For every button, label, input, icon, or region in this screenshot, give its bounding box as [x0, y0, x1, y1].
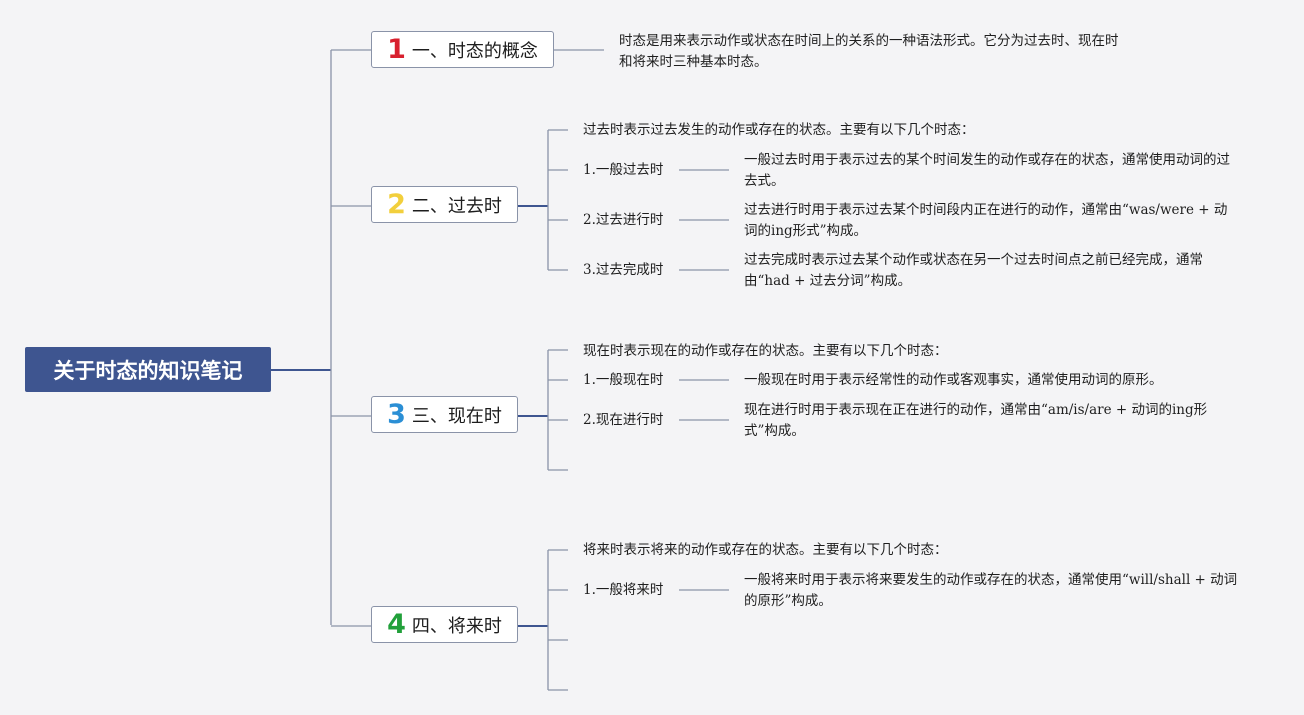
present-intro: 现在时表示现在的动作或存在的状态。主要有以下几个时态： [583, 343, 948, 359]
branch-topic-concept[interactable]: 1 一、时态的概念 [371, 31, 554, 68]
past-perfect-description: 过去完成时表示过去某个动作或状态在另一个过去时间点之前已经完成，通常由“had … [744, 252, 1203, 289]
concept-description: 时态是用来表示动作或状态在时间上的关系的一种语法形式。它分为过去时、现在时和将来… [619, 33, 1119, 70]
branch-topic-present[interactable]: 3 三、现在时 [371, 396, 518, 433]
past-continuous-topic[interactable]: 2.过去进行时 [583, 212, 664, 228]
branch-label: 二、过去时 [411, 195, 502, 217]
number-1-icon: 1 [387, 34, 406, 65]
root-topic[interactable]: 关于时态的知识笔记 [25, 347, 271, 392]
branch-topic-future[interactable]: 4 四、将来时 [371, 606, 518, 643]
branch-label: 四、将来时 [411, 615, 502, 637]
present-continuous-topic[interactable]: 2.现在进行时 [583, 412, 664, 428]
past-intro: 过去时表示过去发生的动作或存在的状态。主要有以下几个时态： [583, 122, 975, 138]
number-2-icon: 2 [387, 189, 406, 220]
future-simple-description: 一般将来时用于表示将来要发生的动作或存在的状态，通常使用“will/shall … [744, 572, 1238, 609]
branch-label: 三、现在时 [411, 405, 502, 427]
future-intro: 将来时表示将来的动作或存在的状态。主要有以下几个时态： [583, 542, 948, 558]
number-4-icon: 4 [387, 609, 406, 640]
present-simple-description: 一般现在时用于表示经常性的动作或客观事实，通常使用动词的原形。 [744, 372, 1163, 388]
past-continuous-description: 过去进行时用于表示过去某个时间段内正在进行的动作，通常由“was/were + … [744, 202, 1228, 239]
number-3-icon: 3 [387, 399, 406, 430]
present-simple-topic[interactable]: 1.一般现在时 [583, 372, 664, 388]
branch-label: 一、时态的概念 [411, 40, 538, 62]
past-simple-topic[interactable]: 1.一般过去时 [583, 162, 664, 178]
root-topic-label: 关于时态的知识笔记 [53, 358, 243, 383]
past-simple-description: 一般过去时用于表示过去的某个时间发生的动作或存在的状态，通常使用动词的过去式。 [744, 152, 1230, 189]
present-continuous-description: 现在进行时用于表示现在正在进行的动作，通常由“am/is/are + 动词的in… [744, 402, 1208, 439]
branch-topic-past[interactable]: 2 二、过去时 [371, 186, 518, 223]
past-perfect-topic[interactable]: 3.过去完成时 [583, 262, 664, 278]
future-simple-topic[interactable]: 1.一般将来时 [583, 582, 664, 598]
